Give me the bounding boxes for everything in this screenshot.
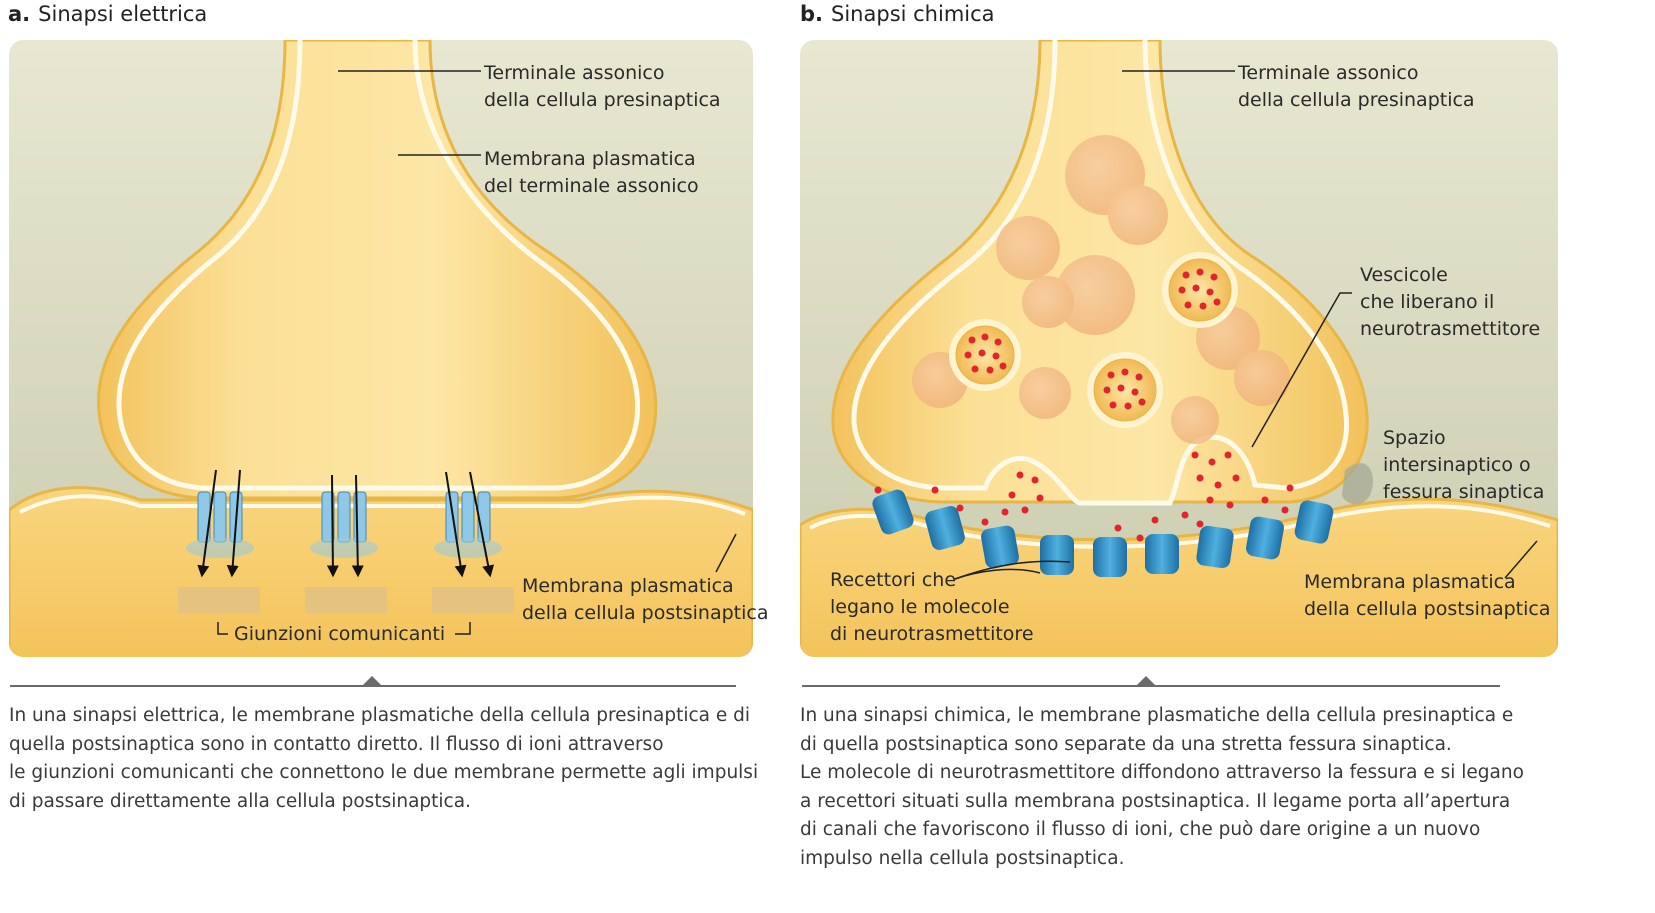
panel-a-leaders <box>217 70 737 635</box>
axon-membrane <box>851 40 1349 506</box>
receptor <box>1294 500 1334 544</box>
label-membrana-term-1: Membrana plasmatica <box>484 148 696 170</box>
receptor <box>872 489 914 535</box>
panel-b-leaders <box>954 70 1538 580</box>
label-terminale-2: della cellula presinaptica <box>484 89 721 111</box>
panel-a-illustration <box>9 40 753 657</box>
receptors <box>872 489 1334 577</box>
axon-terminal <box>97 40 658 500</box>
receptor <box>981 525 1019 569</box>
receptor <box>1246 516 1284 560</box>
axon-membrane <box>116 40 641 491</box>
label-recettori-1: Recettori che <box>830 569 956 591</box>
receptor <box>1093 537 1127 577</box>
vesicle <box>1162 252 1238 328</box>
released-neurotransmitter <box>874 451 1294 542</box>
label-terminale-2: della cellula presinaptica <box>1238 89 1475 111</box>
label-recettori-3: di neurotrasmettitore <box>830 623 1034 645</box>
cleft-indicator <box>1342 463 1373 505</box>
ion-flow-arrows <box>197 469 495 578</box>
label-membrana-post-2: della cellula postsinaptica <box>522 602 768 624</box>
panel-b-illustration <box>800 40 1558 657</box>
label-vescicole-2: che liberano il <box>1360 291 1494 313</box>
label-spazio-3: fessura sinaptica <box>1383 481 1544 503</box>
receptor <box>1145 534 1179 574</box>
label-spazio-1: Spazio <box>1383 427 1446 449</box>
vesicle <box>1087 352 1163 428</box>
gap-junction <box>186 491 254 558</box>
label-membrana-post-2: della cellula postsinaptica <box>1304 598 1550 620</box>
vesicle <box>949 319 1021 391</box>
receptor <box>925 506 965 550</box>
caption-b: In una sinapsi chimica, le membrane plas… <box>800 705 1524 869</box>
panel-a-labels: Terminale assonico della cellula presina… <box>234 62 768 645</box>
label-membrana-term-2: del terminale assonico <box>484 175 699 197</box>
junction-boxes <box>178 587 514 613</box>
label-terminale-1: Terminale assonico <box>483 62 664 84</box>
panel-b-title: b.Sinapsi chimica <box>800 2 995 26</box>
caption-divider-b <box>802 676 1500 687</box>
receptor <box>1196 525 1234 569</box>
label-terminale-1: Terminale assonico <box>1237 62 1418 84</box>
label-vescicole-3: neurotrasmettitore <box>1360 318 1540 340</box>
panel-b-labels: Terminale assonico della cellula presina… <box>830 62 1550 645</box>
caption-a: In una sinapsi elettrica, le membrane pl… <box>9 705 759 812</box>
receptor <box>1040 535 1074 575</box>
label-giunzioni: Giunzioni comunicanti <box>234 623 445 645</box>
label-vescicole-1: Vescicole <box>1360 264 1448 286</box>
label-recettori-2: legano le molecole <box>830 596 1010 618</box>
postsynaptic-membrane <box>19 494 746 516</box>
caption-divider-a <box>10 676 736 687</box>
label-membrana-post-1: Membrana plasmatica <box>1304 571 1516 593</box>
label-spazio-2: intersinaptico o <box>1383 454 1531 476</box>
label-membrana-post-1: Membrana plasmatica <box>522 575 734 597</box>
postsynaptic-cell <box>9 486 753 657</box>
panel-a-title: a.Sinapsi elettrica <box>8 2 208 26</box>
background-vesicles <box>912 135 1290 444</box>
